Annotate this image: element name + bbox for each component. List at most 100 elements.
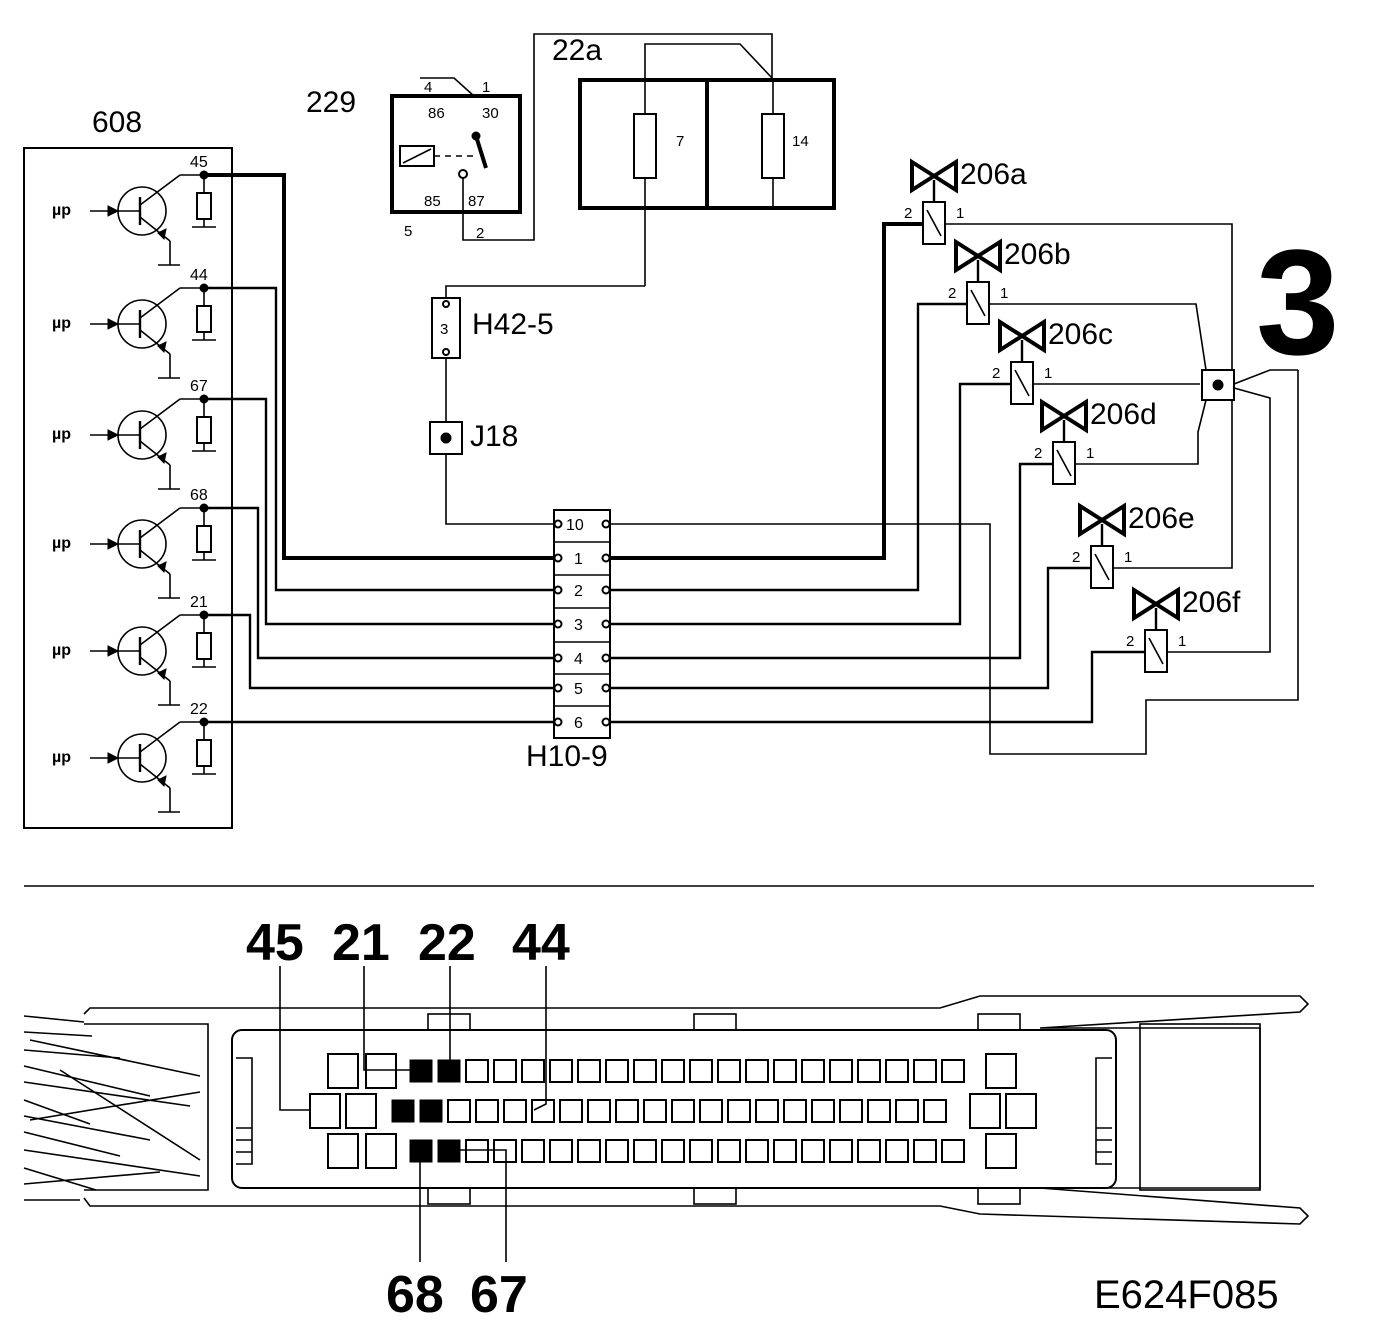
connector-pin [549,1059,573,1083]
h10-label: H10-9 [526,740,608,773]
valve-icon [998,318,1046,354]
relay-pin-30: 30 [482,105,499,122]
h10-pin: 1 [553,551,611,576]
connector-pin [811,1099,835,1123]
injector-206f: 206f 2 1 [1126,586,1241,673]
wire-harness-icon [23,1015,201,1201]
connector-pin [885,1139,909,1163]
valve-icon [910,158,958,194]
connector-pin [615,1099,639,1123]
connector-pin [941,1139,965,1163]
resistor-icon [196,632,212,660]
connector-pin [941,1059,965,1083]
injector-label: 206a [960,158,1027,191]
relay-label: 229 [306,86,356,119]
injector-pin-label: 1 [1000,285,1008,302]
connector-pin [773,1059,797,1083]
valve-icon [954,238,1002,274]
connector-pin [475,1099,499,1123]
fuse-7-icon [633,113,657,179]
mp-input-label: µp [52,535,71,552]
relay-pin-87: 87 [468,193,485,210]
connector-pin [493,1139,517,1163]
injector-pin-label: 2 [1072,549,1080,566]
relay-229: 229 4 1 86 30 85 87 5 2 [306,33,773,242]
connector-pin [577,1139,601,1163]
connector-pin [895,1099,919,1123]
relay-pin-4: 4 [424,79,432,96]
callout-21: 21 [332,914,390,972]
injector-pin-label: 2 [948,285,956,302]
connector-pin [727,1099,751,1123]
valve-icon [1132,586,1180,622]
connector-pin [829,1059,853,1083]
injector-label: 206b [1004,238,1071,271]
resistor-icon [196,305,212,333]
connector-pin [409,1059,433,1083]
connector-pin [689,1139,713,1163]
mp-input-label: µp [52,426,71,443]
connector-pin [745,1059,769,1083]
injector-label: 206f [1182,586,1241,619]
mp-input-label: µp [52,202,71,219]
connector-pin [671,1099,695,1123]
relay-pin-5: 5 [404,223,412,240]
h10-pin: 3 [553,617,611,643]
ecu-pin-label: 67 [190,378,208,395]
ecu-label: 608 [92,106,142,139]
connector-pin [521,1139,545,1163]
relay-pin-85: 85 [424,193,441,210]
injector-pin-label: 1 [1086,445,1094,462]
relay-pin-2: 2 [476,225,484,242]
callout-45: 45 [246,914,304,972]
connector-pin [923,1099,947,1123]
ecu-channel: 68 µp [52,487,216,599]
relay-box [390,94,522,214]
ecu-box [23,147,233,829]
h10-pin: 2 [553,583,611,609]
connector-pin [587,1099,611,1123]
fuse-14-label: 14 [792,133,809,150]
connector-pin [857,1139,881,1163]
connector-pin [419,1099,443,1123]
connector-pin [559,1099,583,1123]
callout-44: 44 [512,914,570,972]
connector-pin [867,1099,891,1123]
connector-pin [577,1059,601,1083]
connector-pin [643,1099,667,1123]
h10-pin: 4 [553,651,611,675]
injector-pin-label: 2 [1034,445,1042,462]
connector-pin [661,1059,685,1083]
connector-h42: 3 H42-5 [431,285,645,422]
fuse-14-icon [761,113,785,179]
h10-pin-label: 1 [574,551,583,568]
resistor-icon [196,416,212,444]
h10-pin-label: 6 [574,715,583,732]
connector-pin [503,1099,527,1123]
connector-pin [801,1059,825,1083]
resistor-icon [196,739,212,767]
h42-pin-label: 3 [440,321,448,338]
connector-pin [773,1139,797,1163]
injector-pin-label: 2 [1126,633,1134,650]
callout-68: 68 [386,1266,444,1324]
connector-pin [493,1059,517,1083]
injector-206b: 206b 2 1 [948,238,1071,325]
connector-pin [885,1059,909,1083]
injector-pin-label: 1 [1178,633,1186,650]
ecu-pin-label: 44 [190,267,208,284]
h42-label: H42-5 [472,308,554,341]
ecu-pin-label: 68 [190,487,208,504]
connector-pin [755,1099,779,1123]
mp-input-label: µp [52,749,71,766]
connector-pin [745,1139,769,1163]
